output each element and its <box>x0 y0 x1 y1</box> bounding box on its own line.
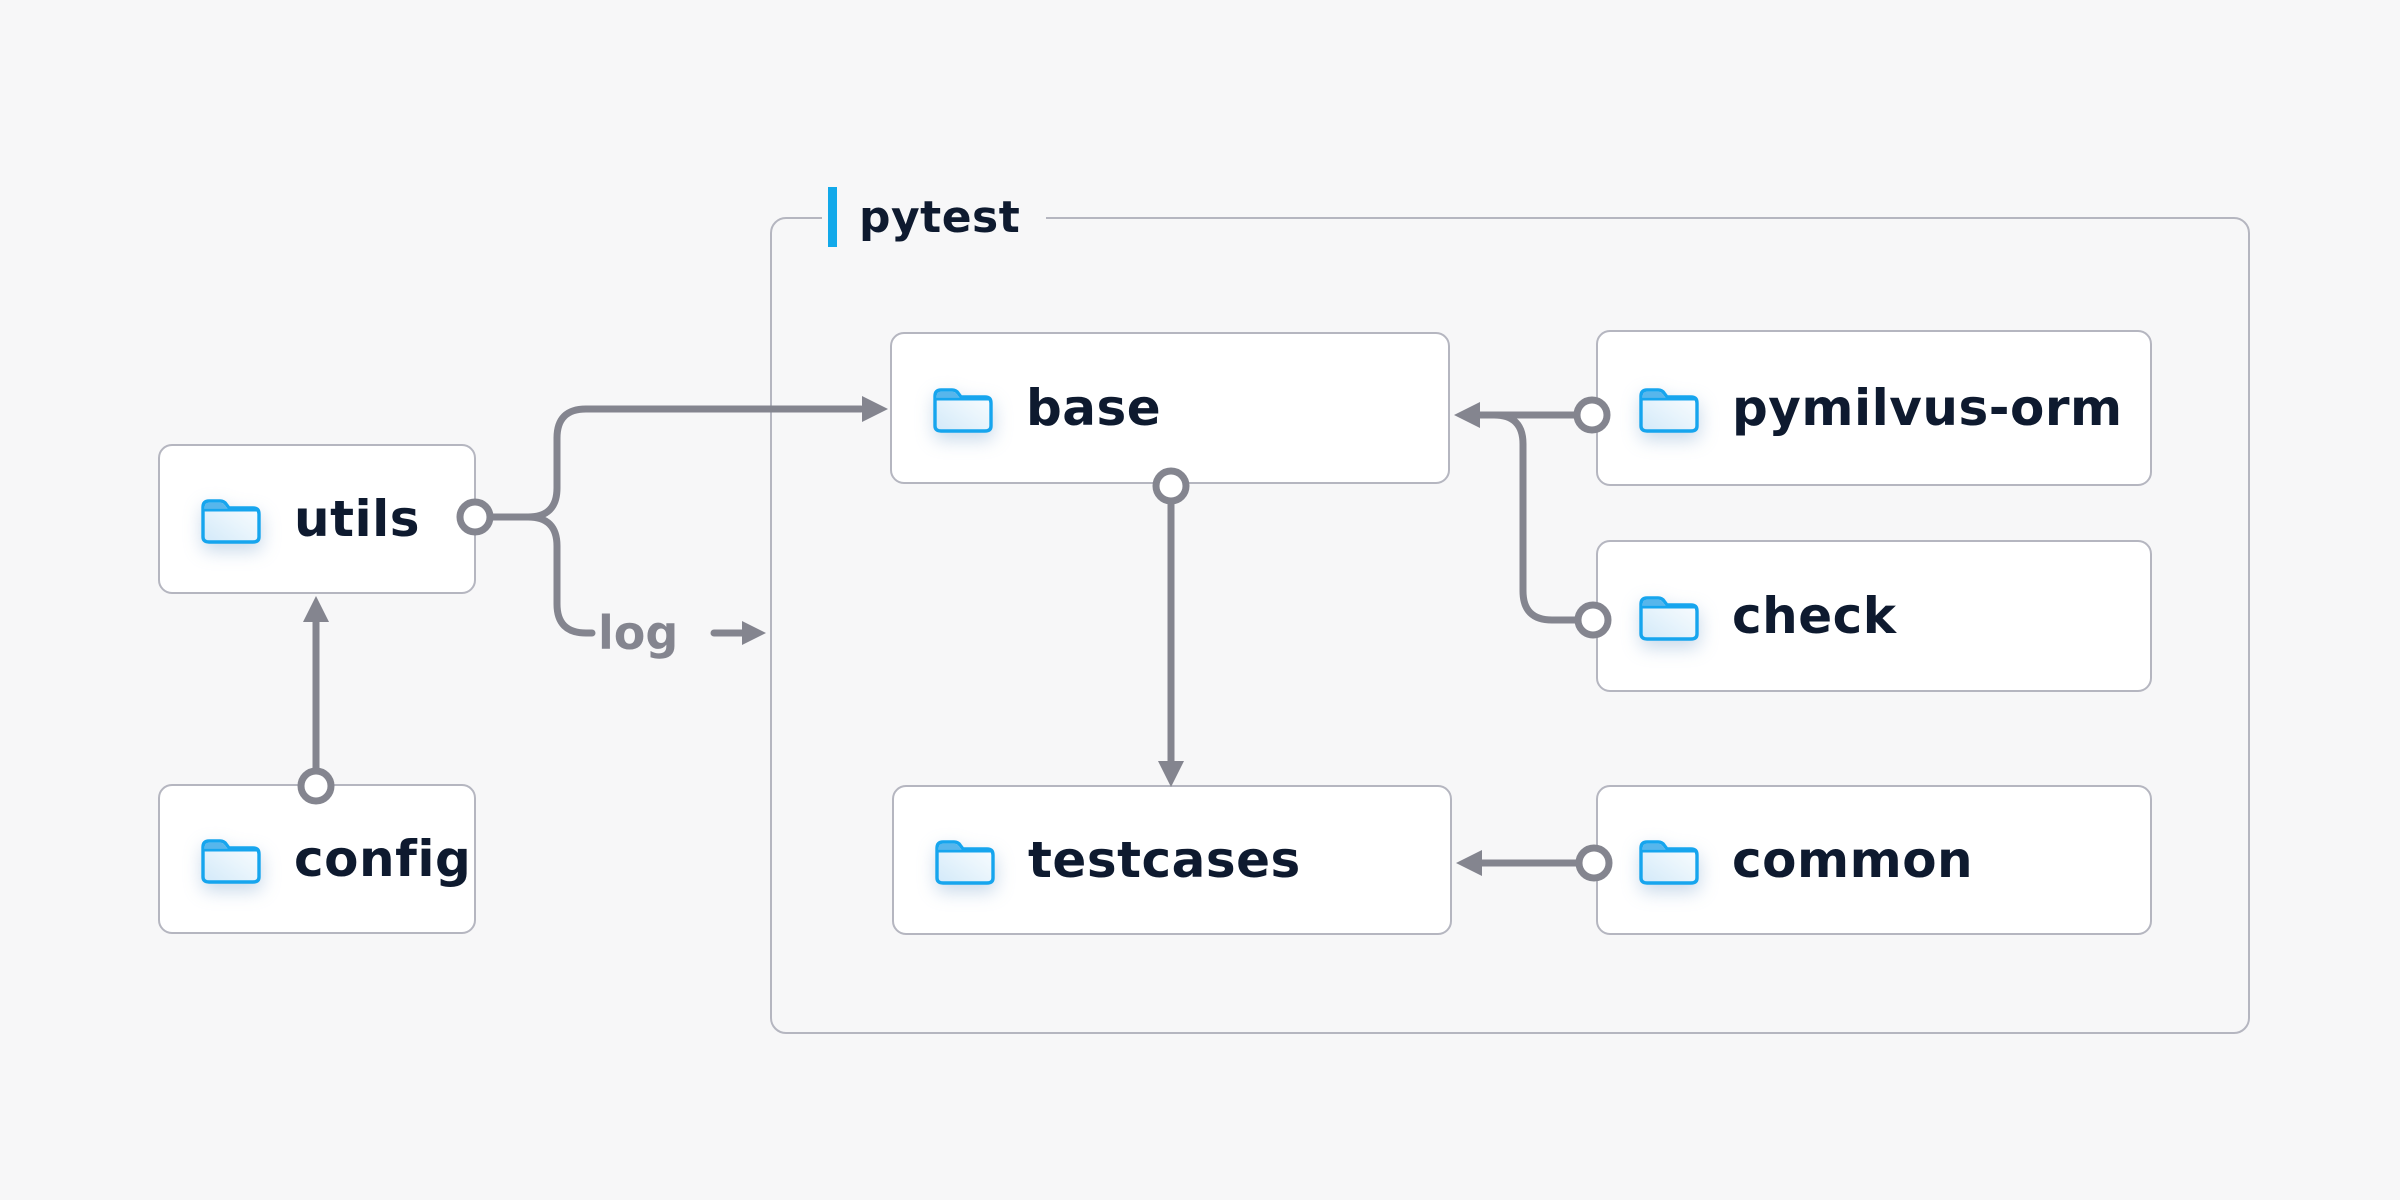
pytest-group-label: pytest <box>822 186 1047 248</box>
node-label: base <box>1026 379 1162 437</box>
node-testcases: testcases <box>892 785 1452 935</box>
node-config: config <box>158 784 476 934</box>
node-base: base <box>890 332 1450 484</box>
folder-icon <box>201 839 261 884</box>
node-check: check <box>1596 540 2152 692</box>
folder-icon <box>935 840 995 885</box>
node-label: config <box>294 830 472 888</box>
folder-icon <box>933 388 993 433</box>
accent-bar <box>828 187 837 247</box>
pytest-group-box <box>770 217 2250 1034</box>
node-pymilvus-orm: pymilvus-orm <box>1596 330 2152 486</box>
node-common: common <box>1596 785 2152 935</box>
pytest-group-label-text: pytest <box>859 191 1021 243</box>
folder-icon <box>1639 840 1699 885</box>
node-label: testcases <box>1028 831 1301 889</box>
edge-label-log: log <box>598 606 679 660</box>
node-label: utils <box>294 490 421 548</box>
folder-icon <box>1639 596 1699 641</box>
node-label: common <box>1732 831 1974 889</box>
folder-icon <box>1639 388 1699 433</box>
folder-icon <box>201 499 261 544</box>
node-label: check <box>1732 587 1897 645</box>
node-utils: utils <box>158 444 476 594</box>
node-label: pymilvus-orm <box>1732 379 2123 437</box>
edge-config-to-utils <box>303 596 329 773</box>
